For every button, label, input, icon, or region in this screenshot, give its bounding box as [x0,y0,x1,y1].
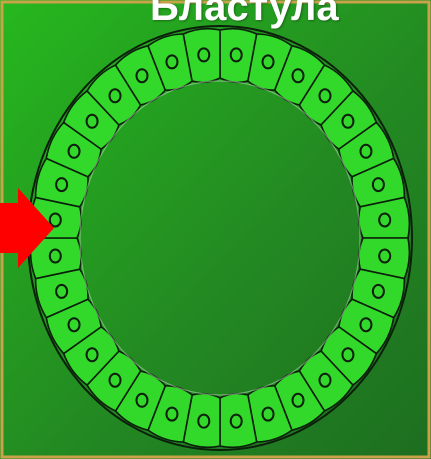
cell-nucleus [136,394,147,407]
cell-nucleus [87,115,98,128]
cell-nucleus [379,213,390,226]
cell-nucleus [110,374,121,387]
cell-nucleus [319,374,330,387]
cell-nucleus [342,348,353,361]
cell-nucleus [110,89,121,102]
cell-nucleus [136,69,147,82]
cell-nucleus [87,348,98,361]
cell-nucleus [69,318,80,331]
cell-nucleus [166,408,177,421]
cell-nucleus [69,145,80,158]
cell-nucleus [50,213,61,226]
cell-nucleus [319,89,330,102]
cell-nucleus [342,115,353,128]
cell-nucleus [198,48,209,61]
cell-nucleus [166,55,177,68]
cell-nucleus [360,145,371,158]
cell-nucleus [231,415,242,428]
cell-nucleus [293,69,304,82]
cell-nucleus [198,415,209,428]
cell-nucleus [50,250,61,263]
cell-nucleus [231,48,242,61]
cell-nucleus [56,178,67,191]
cell-nucleus [263,408,274,421]
cell-nucleus [360,318,371,331]
cell-nucleus [263,55,274,68]
slide-title: Бластула [150,0,339,30]
cell-nucleus [293,394,304,407]
cell-nucleus [56,285,67,298]
cell-nucleus [373,285,384,298]
cell-nucleus [373,178,384,191]
cell-nucleus [379,250,390,263]
